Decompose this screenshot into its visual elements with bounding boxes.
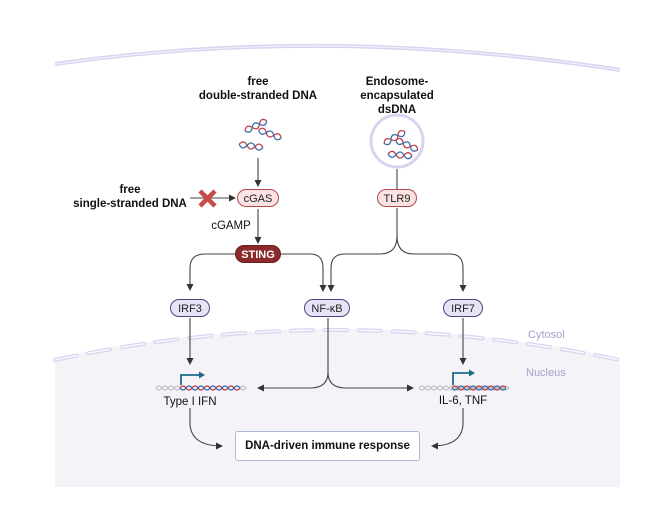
cgamp-label: cGAMP	[211, 220, 251, 232]
gene-il6-tnf-icon	[418, 369, 510, 391]
irf7-node: IRF7	[443, 299, 483, 317]
free-dsdna-label-line2: double-stranded DNA	[198, 90, 318, 102]
arrow-ifn-to-response	[189, 408, 223, 450]
type-i-ifn-label: Type I IFN	[163, 396, 217, 408]
endosome-label-line1: Endosome-	[365, 76, 429, 88]
endosome-icon	[369, 113, 425, 169]
blocked-x-icon	[198, 189, 217, 208]
arrow-nfkb-to-il6	[327, 371, 414, 392]
free-dsdna-icon	[238, 118, 282, 151]
arrow-il6-to-response	[431, 408, 464, 450]
arrow-sting-to-irf3	[186, 253, 237, 291]
cytosol-label: Cytosol	[528, 329, 565, 341]
endosome-label-line2: encapsulated	[360, 90, 434, 102]
arrow-tlr9-to-nfkb	[327, 208, 398, 292]
sting-node: STING	[235, 245, 281, 263]
immune-response-box: DNA-driven immune response	[235, 431, 420, 461]
free-ssdna-label: free single-stranded DNA	[70, 183, 190, 211]
nfkb-node: NF-κB	[304, 299, 350, 317]
free-dsdna-label-line1: free	[247, 76, 269, 88]
cell-membrane	[54, 43, 621, 72]
free-ssdna-label-line1: free	[119, 184, 141, 196]
arrow-sting-to-nfkb	[281, 253, 327, 292]
il6-tnf-label: IL-6, TNF	[438, 395, 488, 407]
cgas-node: cGAS	[237, 189, 279, 207]
free-dsdna-label: free double-stranded DNA	[190, 75, 326, 103]
gene-type-i-ifn-icon	[155, 371, 247, 391]
nucleus-label: Nucleus	[526, 367, 566, 379]
free-ssdna-label-line2: single-stranded DNA	[73, 198, 187, 210]
arrow-tlr9-to-irf7	[396, 235, 467, 292]
tlr9-node: TLR9	[377, 189, 417, 207]
endosome-label-line3: dsDNA	[377, 104, 417, 116]
irf3-node: IRF3	[170, 299, 210, 317]
endosome-dsdna-label: Endosome- encapsulated dsDNA	[345, 75, 449, 117]
nucleus-region	[55, 329, 620, 487]
